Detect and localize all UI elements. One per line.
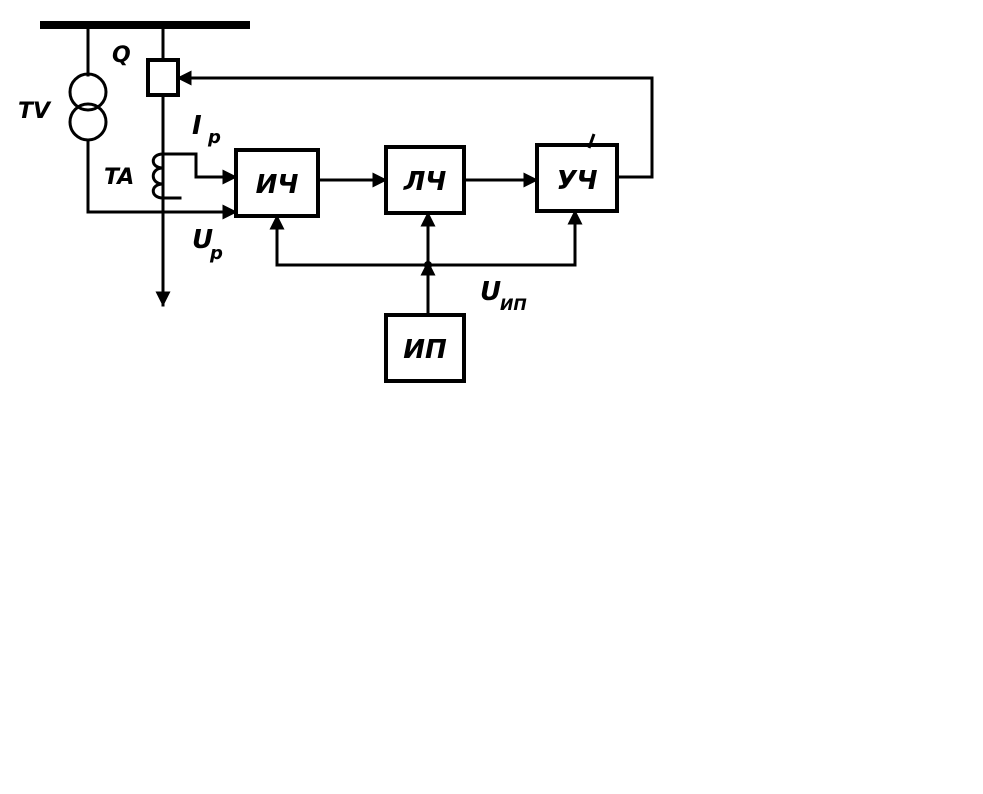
tv-winding-upper [68,72,108,112]
ta-coil [151,152,165,200]
uch-tick-mark [587,133,596,149]
label-u: U [192,225,213,255]
label-uip-sub: ИП [500,295,527,314]
block-ip [384,313,466,383]
label-q: Q [112,43,131,68]
label-u-sub: р [209,243,223,264]
label-tv: TV [18,99,52,124]
label-i-sub: р [207,127,221,148]
block-ip-label: ИП [403,335,447,365]
label-ta: TA [104,165,134,190]
block-lch-label: ЛЧ [403,167,447,197]
block-uch-label: УЧ [556,166,597,196]
current-signal-wire [161,152,238,185]
label-uip: U [480,277,501,307]
voltage-signal-wire [86,138,238,220]
breaker-q [146,58,180,97]
label-i: I [192,111,202,141]
block-ich-label: ИЧ [256,170,299,200]
trip-feedback-wire [176,70,654,179]
